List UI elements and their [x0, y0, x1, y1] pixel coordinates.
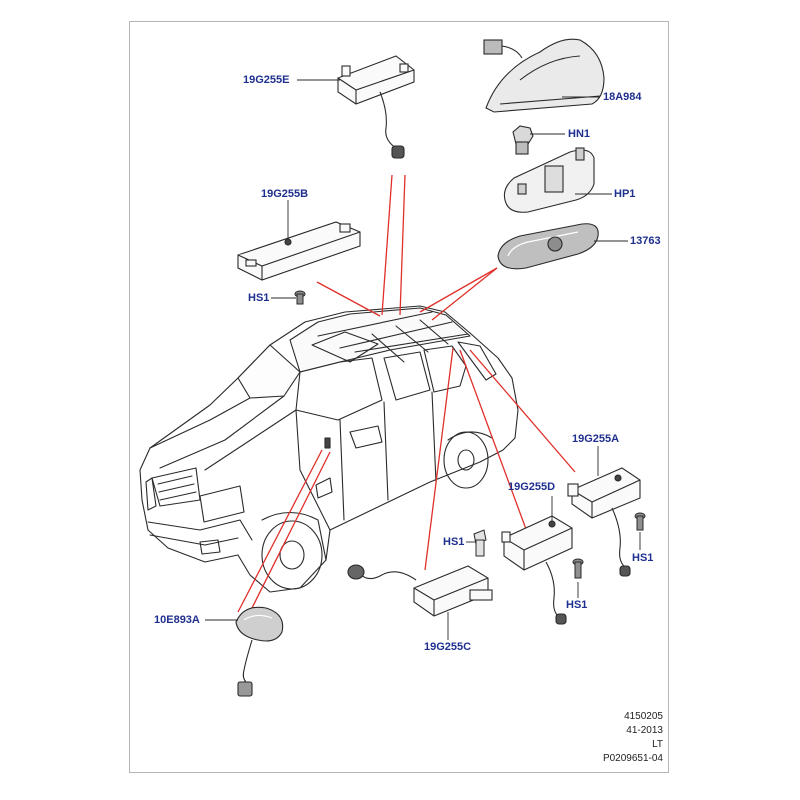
antenna-18A984	[483, 38, 605, 113]
label-19G255B: 19G255B	[261, 188, 309, 200]
label-19G255A: 19G255A	[572, 433, 620, 445]
label-18A984: 18A984	[603, 91, 642, 103]
module-19G255D	[501, 515, 573, 625]
ref-date: 41-2013	[626, 725, 663, 736]
ref-code: LT	[652, 739, 663, 750]
ref-number: 4150205	[624, 711, 663, 722]
label-hs1-left: HS1	[248, 292, 270, 304]
base-HP1	[503, 147, 595, 213]
antenna-10E893A	[235, 606, 284, 697]
screw-hs1-19G255D	[572, 558, 584, 579]
nut-HN1	[512, 125, 534, 155]
label-19G255E: 19G255E	[243, 74, 290, 86]
module-19G255A	[567, 467, 641, 577]
ref-illustration-id: P0209651-04	[602, 753, 663, 764]
label-hs1-19G255A: HS1	[632, 552, 654, 564]
screw-hs1-19G255A	[634, 512, 646, 531]
module-19G255E	[337, 55, 415, 159]
label-hs1-19G255C: HS1	[443, 536, 465, 548]
label-19G255D: 19G255D	[508, 481, 556, 493]
label-19G255C: 19G255C	[424, 641, 472, 653]
screw-hs1-19G255C	[473, 529, 487, 557]
label-leaders	[205, 79, 641, 640]
gasket-13763	[497, 223, 599, 270]
screw-hs1-left	[294, 290, 306, 305]
vehicle-illustration	[139, 305, 519, 593]
module-19G255B	[237, 221, 361, 281]
label-hs1-19G255D: HS1	[566, 599, 588, 611]
module-19G255C	[347, 564, 493, 617]
label-HP1: HP1	[614, 188, 636, 200]
leader-lines	[237, 174, 576, 613]
label-10E893A: 10E893A	[154, 614, 200, 626]
label-13763: 13763	[630, 235, 661, 247]
label-HN1: HN1	[568, 128, 591, 140]
